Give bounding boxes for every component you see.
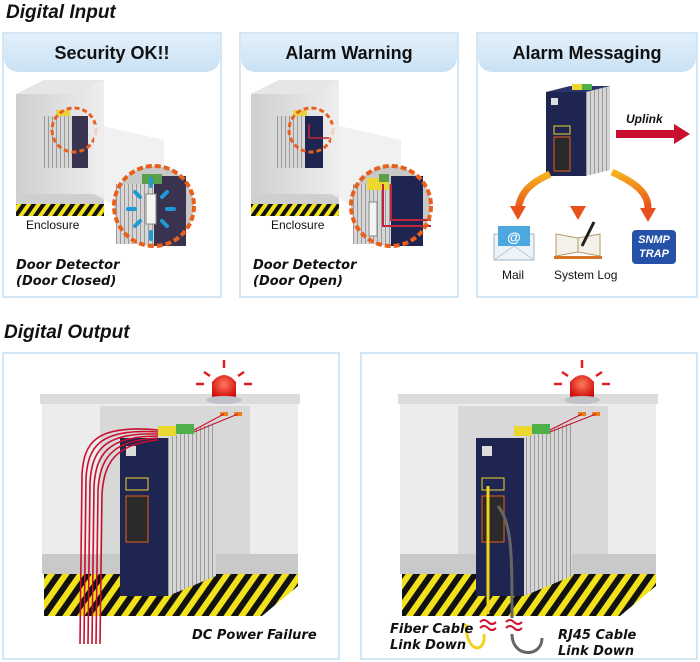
rj45-line2: Link Down: [558, 644, 635, 659]
alarm-light-icon: [193, 360, 252, 433]
fiber-line1: Fiber Cable: [390, 622, 474, 637]
cable-break-icon: [479, 619, 523, 631]
caption-line2: (Door Open): [253, 274, 343, 289]
rj45-cable: [496, 505, 514, 619]
door-detector-caption: Door Detector (Door Open): [253, 258, 357, 290]
caption-line1: Door Detector: [16, 258, 120, 273]
arrow-to-snmp-icon: [640, 208, 656, 222]
fiber-cable-caption: Fiber Cable Link Down: [390, 622, 473, 654]
panel-alarm-messaging: Alarm Messaging @: [476, 32, 698, 298]
caption-line2: (Door Closed): [16, 274, 117, 289]
alarm-light-icon: [549, 360, 610, 433]
door-open-illustration: [251, 80, 433, 248]
arrow-to-mail-icon: [510, 206, 526, 220]
book-icon: [554, 221, 602, 259]
caption-line1: Door Detector: [253, 258, 357, 273]
industrial-switch-icon: [120, 422, 216, 596]
uplink-arrow-icon: [616, 124, 690, 144]
hazard-stripe: [44, 574, 298, 616]
zoom-circle-large: [112, 164, 196, 248]
rj45-line1: RJ45 Cable: [558, 628, 637, 643]
uplink-label: Uplink: [626, 112, 663, 126]
fiber-line2: Link Down: [390, 638, 467, 653]
alarm-messaging-illustration: @: [493, 84, 690, 261]
hazard-stripe: [402, 574, 656, 616]
link-down-illustration: [398, 360, 658, 654]
industrial-switch-icon: [476, 422, 572, 596]
system-log-label: System Log: [554, 268, 618, 282]
dc-power-failure-illustration: [40, 360, 300, 645]
snmp-line2: TRAP: [639, 248, 669, 260]
panel-header: Security OK!!: [4, 34, 220, 72]
door-detector-caption: Door Detector (Door Closed): [16, 258, 120, 290]
snmp-trap-icon: SNMP TRAP: [632, 230, 676, 264]
panel-dc-power-failure: DC Power Failure: [2, 352, 340, 660]
panel-alarm-warning: Alarm Warning Enclosure Door Detector (D…: [239, 32, 459, 298]
panel-header: Alarm Warning: [241, 34, 457, 72]
enclosure-label: Enclosure: [26, 218, 80, 232]
dc-power-failure-caption: DC Power Failure: [192, 628, 317, 643]
sensor-glow-icon: [126, 177, 176, 241]
rj45-cable-caption: RJ45 Cable Link Down: [558, 628, 636, 660]
panel-link-down: Fiber Cable Link Down RJ45 Cable Link Do…: [360, 352, 698, 660]
snmp-line1: SNMP: [638, 234, 670, 246]
door-closed-illustration: [16, 80, 196, 248]
svg-text:@: @: [507, 229, 521, 245]
power-cables: [79, 428, 159, 645]
hazard-stripe: [16, 204, 104, 216]
digital-input-title: Digital Input: [6, 2, 116, 23]
digital-output-title: Digital Output: [4, 322, 130, 343]
industrial-switch-icon: [546, 84, 610, 176]
mail-icon: @: [493, 226, 535, 261]
panel-header: Alarm Messaging: [478, 34, 696, 72]
mail-label: Mail: [502, 268, 525, 282]
arrow-to-log-icon: [570, 206, 586, 220]
panel-security-ok: Security OK!!: [2, 32, 222, 298]
enclosure-label: Enclosure: [271, 218, 325, 232]
